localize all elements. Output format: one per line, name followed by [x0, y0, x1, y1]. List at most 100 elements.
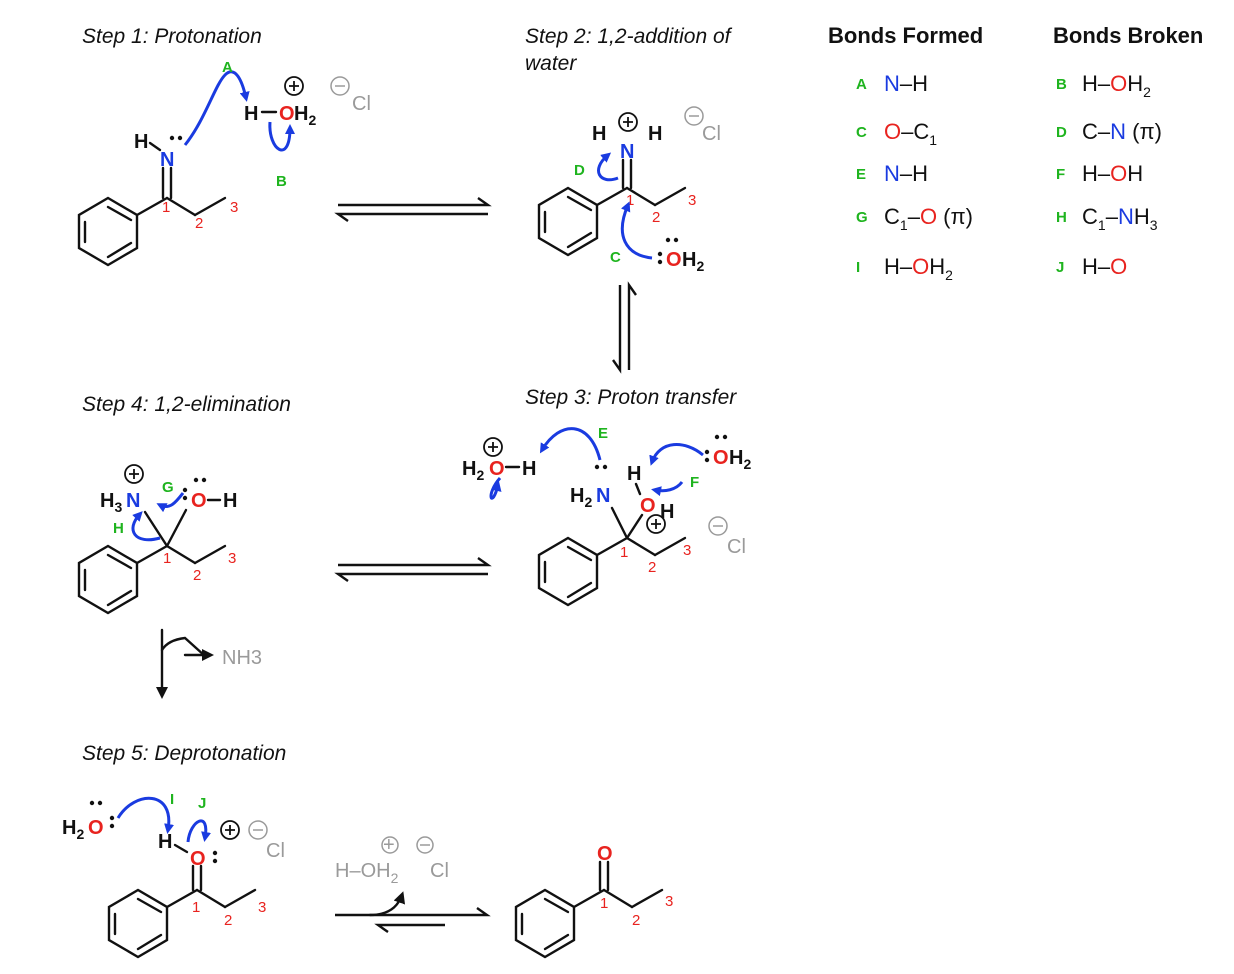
plus-charge-spectator: + — [383, 834, 395, 856]
svg-text:1: 1 — [600, 895, 608, 912]
formed-bond-e: N–H — [884, 161, 928, 186]
arrow-d — [597, 152, 619, 182]
label-j: J — [198, 795, 206, 812]
label-e: E — [598, 425, 608, 442]
label-a: A — [222, 59, 233, 76]
svg-text:1: 1 — [192, 899, 200, 916]
water-nucleophile: O H2 — [657, 237, 704, 274]
arrow-to-h — [649, 443, 704, 466]
svg-text:1: 1 — [620, 544, 628, 561]
broken-letter-d: D — [1056, 124, 1067, 141]
svg-text:1: 1 — [163, 550, 171, 567]
broken-bond-j: H–O — [1082, 254, 1127, 279]
molecule-oxocarbenium: O H Cl 1 2 3 — [107, 820, 285, 959]
svg-text:H: H — [244, 103, 258, 125]
svg-text:1: 1 — [162, 199, 170, 216]
svg-text:H: H — [592, 123, 606, 145]
broken-letter-h: H — [1056, 209, 1067, 226]
svg-text:H: H — [158, 831, 172, 853]
svg-text:N: N — [620, 141, 634, 163]
arrow-f — [651, 481, 684, 497]
water-base-3: O H2 — [704, 434, 751, 472]
bonds-broken-header: Bonds Broken — [1053, 23, 1203, 48]
svg-text:2: 2 — [195, 215, 203, 232]
h-oh2-spectator: H–OH2 — [335, 860, 399, 886]
equilibrium-2-3 — [612, 281, 637, 374]
step5-title: Step 5: Deprotonation — [82, 742, 286, 765]
step4-title: Step 4: 1,2-elimination — [82, 393, 291, 416]
hydronium-1: H O H2 Cl — [244, 76, 371, 128]
svg-text:N: N — [596, 485, 610, 507]
svg-text:3: 3 — [228, 550, 236, 567]
equilibrium-3-4 — [334, 557, 492, 582]
formed-letter-g: G — [856, 209, 868, 226]
svg-text:O: O — [713, 447, 729, 469]
broken-letter-f: F — [1056, 166, 1065, 183]
svg-text:3: 3 — [688, 192, 696, 209]
svg-text:O: O — [489, 458, 505, 480]
hydronium-3: H2 O H — [462, 437, 536, 483]
formed-letter-e: E — [856, 166, 866, 183]
svg-text:2: 2 — [632, 912, 640, 929]
svg-text:H: H — [522, 458, 536, 480]
formed-bond-i: H–OH2 — [884, 254, 953, 283]
svg-text:H2: H2 — [682, 249, 704, 274]
svg-text:2: 2 — [652, 209, 660, 226]
step3-title: Step 3: Proton transfer — [525, 386, 737, 409]
step1-title: Step 1: Protonation — [82, 25, 262, 48]
svg-text:O: O — [88, 817, 104, 839]
svg-text:H2: H2 — [294, 103, 316, 128]
svg-text:H: H — [648, 123, 662, 145]
reaction-arrow-4-5: NH3 — [156, 628, 262, 699]
arrow-c — [620, 201, 653, 260]
arrow-a — [183, 70, 250, 146]
label-g: G — [162, 479, 174, 496]
formed-letter-i: I — [856, 259, 860, 276]
broken-bond-h: C1–NH3 — [1082, 204, 1158, 233]
label-b: B — [276, 173, 287, 190]
svg-text:O: O — [640, 495, 656, 517]
broken-letter-b: B — [1056, 76, 1067, 93]
svg-text:2: 2 — [224, 912, 232, 929]
equilibrium-5-product: H–OH2 Cl + — [335, 834, 491, 933]
equilibrium-1-2 — [334, 197, 492, 222]
arrow-hydronium-3 — [489, 477, 502, 500]
svg-text:3: 3 — [683, 542, 691, 559]
label-f: F — [690, 474, 699, 491]
svg-text:H2: H2 — [62, 817, 84, 842]
svg-text:O: O — [597, 843, 613, 865]
formed-bond-g: C1–O (π) — [884, 204, 973, 233]
broken-bond-d: C–N (π) — [1082, 119, 1162, 144]
arrow-j — [186, 819, 211, 843]
svg-text:O: O — [279, 103, 295, 125]
arrow-b — [268, 121, 295, 152]
cl-step2: Cl — [702, 123, 721, 145]
formed-letter-c: C — [856, 124, 867, 141]
molecule-ketone-product: O 1 2 3 — [514, 843, 673, 959]
broken-bond-b: H–OH2 — [1082, 71, 1151, 100]
svg-text:3: 3 — [230, 199, 238, 216]
svg-text:2: 2 — [193, 567, 201, 584]
svg-text:H2: H2 — [462, 458, 484, 483]
cl-spectator-final: Cl — [430, 860, 449, 882]
step2-title-cont: water — [525, 52, 577, 75]
svg-text:H3: H3 — [100, 490, 122, 515]
molecule-aminoalcohol-oxonium: H2 N O H H 1 2 3 Cl — [537, 463, 746, 607]
arrow-g — [156, 492, 185, 513]
step2-title: Step 2: 1,2-addition of — [525, 25, 733, 48]
bonds-formed-header: Bonds Formed — [828, 23, 983, 48]
water-base-5: H2 O — [62, 800, 115, 842]
svg-text:3: 3 — [258, 899, 266, 916]
svg-text:H: H — [223, 490, 237, 512]
molecule-imine: H N 1 2 3 — [77, 131, 238, 267]
svg-text:O: O — [190, 848, 206, 870]
svg-text:O: O — [666, 249, 682, 271]
bonds-table: Bonds Formed Bonds Broken A N–H C O–C1 E… — [828, 23, 1203, 283]
arrow-e — [539, 427, 602, 461]
svg-text:H: H — [627, 463, 641, 485]
svg-text:N: N — [126, 490, 140, 512]
svg-text:O: O — [191, 490, 207, 512]
n-atom: N — [160, 149, 174, 171]
formed-bond-c: O–C1 — [884, 119, 937, 148]
